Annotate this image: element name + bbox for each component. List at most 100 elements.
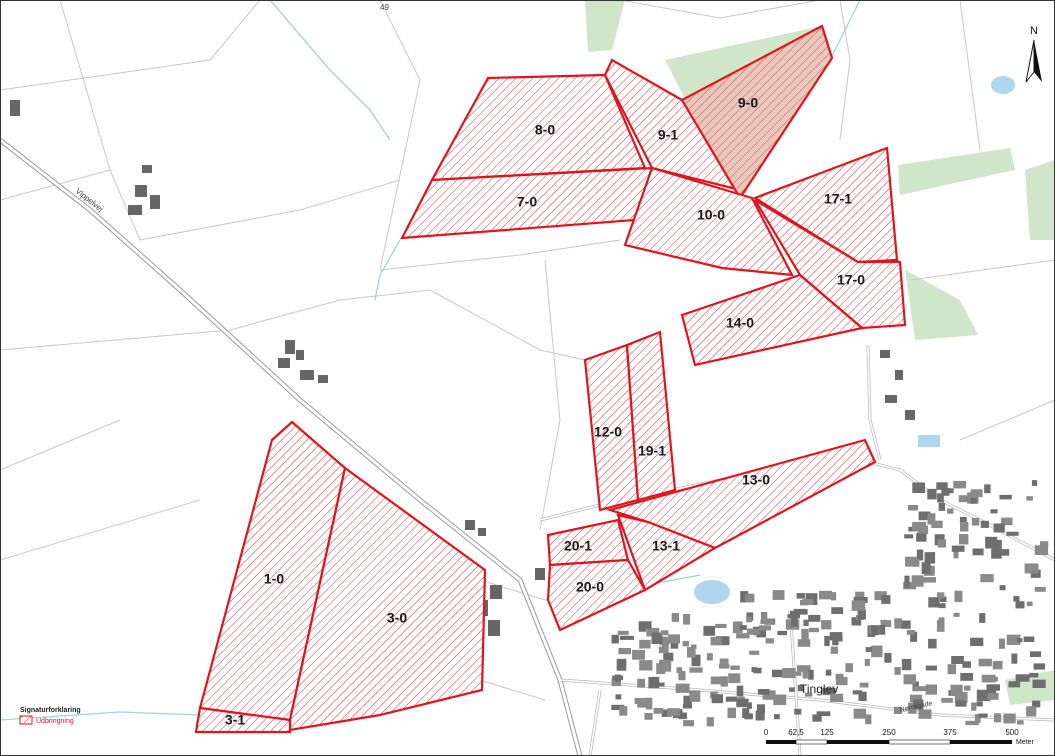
town-building	[759, 625, 771, 631]
town-building	[618, 648, 631, 655]
town-building	[663, 652, 674, 662]
field-boundaries	[0, 0, 1055, 701]
parcel-13-1[interactable]	[616, 513, 718, 592]
parcel-19-1[interactable]	[625, 330, 677, 502]
town-building	[924, 552, 936, 564]
town-building	[794, 708, 802, 715]
town-building	[797, 639, 811, 647]
town-building	[1001, 517, 1013, 526]
town-building	[684, 697, 691, 702]
town-building	[611, 678, 621, 687]
town-building	[962, 661, 971, 668]
town-building	[793, 608, 808, 615]
parcels	[194, 24, 907, 734]
town-building	[845, 663, 853, 673]
town-building	[912, 558, 920, 567]
town-building	[936, 620, 945, 632]
town-building	[1003, 713, 1016, 724]
town-building	[953, 480, 967, 489]
town-building	[947, 508, 954, 514]
town-building	[909, 694, 922, 703]
town-building	[671, 612, 679, 622]
town-building	[1013, 596, 1020, 602]
town-building	[999, 494, 1012, 500]
town-building	[951, 545, 965, 552]
town-building	[981, 674, 996, 683]
parcel-label-9-1: 9-1	[658, 127, 678, 143]
town-building	[904, 534, 914, 539]
town-building	[958, 495, 968, 503]
town-building	[691, 654, 701, 667]
parcel-20-0[interactable]	[546, 558, 647, 632]
town-building	[995, 549, 1010, 556]
parcel-label-13-0: 13-0	[742, 472, 770, 488]
parcel-label-13-1: 13-1	[652, 538, 680, 554]
town-building	[639, 660, 653, 671]
scale-tick-5: 500	[1005, 728, 1019, 737]
town-building	[611, 704, 625, 711]
town-building	[954, 692, 968, 704]
town-building	[951, 656, 964, 664]
town-building	[753, 667, 762, 674]
town-building	[746, 702, 752, 709]
town-building	[732, 621, 743, 634]
town-building	[1006, 634, 1021, 645]
town-building	[787, 614, 800, 619]
town-building	[1023, 636, 1035, 642]
town-building	[802, 670, 808, 679]
town-building	[964, 685, 971, 691]
town-building	[791, 615, 798, 627]
town-building	[913, 686, 927, 692]
town-building	[925, 665, 937, 671]
water-bodies	[694, 76, 1015, 604]
town-building	[789, 687, 795, 692]
town-building	[832, 639, 839, 646]
town-building	[994, 713, 1002, 723]
town-building	[851, 600, 866, 611]
town-building	[976, 689, 991, 702]
town-building	[954, 590, 963, 603]
town-building	[824, 636, 830, 647]
town-building	[710, 676, 724, 685]
town-building	[809, 627, 819, 633]
town-building	[744, 713, 753, 720]
town-building	[894, 667, 901, 675]
parcel-label-10-0: 10-0	[697, 207, 725, 223]
town-building	[637, 678, 645, 688]
town-building	[715, 636, 730, 646]
town-building	[829, 632, 843, 641]
town-building	[646, 697, 653, 710]
town-building	[937, 493, 944, 503]
parcel-9-0[interactable]	[680, 24, 834, 201]
town-building	[659, 636, 670, 646]
town-building	[773, 694, 787, 706]
town-building	[985, 536, 998, 549]
town-building	[928, 638, 937, 649]
town-building	[703, 625, 716, 636]
town-building	[959, 534, 969, 545]
town-building	[904, 575, 910, 588]
town-building	[941, 487, 950, 496]
town-building	[762, 690, 776, 700]
town-building	[998, 638, 1005, 649]
town-building	[661, 643, 669, 653]
town-building	[1030, 569, 1041, 578]
town-building	[851, 617, 862, 626]
town-building	[852, 690, 863, 695]
town-building	[682, 704, 693, 709]
town-building	[830, 693, 844, 703]
town-building	[746, 612, 754, 621]
town-building	[740, 633, 749, 639]
parcel-label-9-0: 9-0	[738, 95, 758, 111]
legend-item-label: Udbringning	[36, 718, 74, 725]
parcel-3-1[interactable]	[194, 706, 292, 734]
scale-tick-4: 375	[943, 728, 957, 737]
town-building	[782, 668, 796, 679]
town-building	[755, 710, 765, 721]
parcel-14-0[interactable]	[680, 273, 865, 367]
town-building	[746, 616, 753, 623]
parcel-10-0[interactable]	[623, 166, 794, 277]
town-building	[980, 520, 989, 528]
town-building	[1032, 679, 1046, 688]
